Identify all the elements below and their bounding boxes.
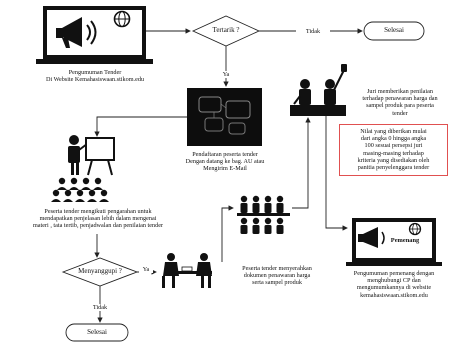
briefing-line-1: Peserta tender mengikuti pengarahan untu… xyxy=(44,208,152,215)
announce-line-1: Pengumuman Tender xyxy=(68,69,122,76)
scoring-line-3: 100 sesuai persepsi juri xyxy=(364,142,423,150)
label-no-top: Tidak xyxy=(296,28,330,36)
terminal-done-top-label: Selesai xyxy=(384,26,404,34)
judging-line-1: Juri memberikan penilaian xyxy=(367,88,433,95)
label-yes-interested: Ya xyxy=(212,71,240,79)
register-line-1: Pendaftaran peserta tender xyxy=(192,151,258,158)
scoring-line-1: Nilai yang diberikan mulai xyxy=(360,128,427,135)
briefing-line-2: mendapatkan penjelasan lebih dalam menge… xyxy=(39,215,157,223)
globe-icon xyxy=(408,222,422,236)
judging-text: Juri memberikan penilaian terhadap penaw… xyxy=(352,88,448,117)
winner-text: Pengumuman pemenang dengan menghubungi C… xyxy=(339,270,449,299)
jury-podium-icon xyxy=(290,64,347,116)
submit-line-1: Peserta tender menyerahkan xyxy=(242,265,312,272)
register-line-3: Mengirim E-Mail xyxy=(203,165,247,173)
judging-line-4: tender xyxy=(392,109,408,117)
label-no-agree: Tidak xyxy=(86,304,114,312)
terminal-done-bottom xyxy=(65,323,129,342)
announcement-laptop-icon xyxy=(36,6,153,64)
megaphone-icon xyxy=(56,17,97,48)
terminal-done-top xyxy=(363,21,425,41)
briefing-text: Peserta tender mengikuti pengarahan untu… xyxy=(14,208,182,230)
presentation-audience-icon xyxy=(51,135,115,202)
scoring-line-2: dari angka 0 hingga angka xyxy=(360,135,427,143)
winner-badge: Pemenang xyxy=(390,237,420,244)
megaphone-icon xyxy=(358,227,385,248)
register-line-2: Dengan datang ke bag. AU atau xyxy=(185,158,265,166)
announce-text: Pengumuman Tender Di Website Kemahasiswa… xyxy=(30,69,160,83)
scoring-line-6: panitia penyelenggara tender xyxy=(357,164,430,172)
submit-line-2: dokumen penawaran harga xyxy=(243,272,311,280)
winner-line-1: Pengumuman pemenang dengan xyxy=(353,270,435,277)
scoring-note-text: Nilai yang diberikan mulai dari angka 0 … xyxy=(341,128,446,171)
scoring-note-box xyxy=(339,124,448,176)
label-yes-agree: Ya xyxy=(139,266,153,274)
briefing-line-3: materi , tata tertib, penjadwalan dan pe… xyxy=(32,222,164,230)
announce-line-2: Di Website Kemahasiswaan.stikom.edu xyxy=(45,76,145,84)
submit-line-3: serta sampel produk xyxy=(252,279,302,287)
connector-register-to-briefing xyxy=(94,116,187,137)
connector-jury-to-winner-end xyxy=(325,218,348,231)
winner-line-4: kemahasiswaan.stikom.edu xyxy=(360,291,428,299)
register-text: Pendaftaran peserta tender Dengan datang… xyxy=(176,151,274,173)
connector-meeting-to-jury xyxy=(292,117,311,209)
decision-interested-label: Tertarik ? xyxy=(212,26,240,34)
decision-agree-label: Menyanggupi ? xyxy=(78,267,122,275)
winner-laptop-icon xyxy=(346,218,442,266)
judging-line-2: terhadap penawaran harga dan xyxy=(362,95,438,103)
terminal-done-bottom-label: Selesai xyxy=(87,328,107,336)
judging-line-3: sampel produk para peserta xyxy=(366,102,434,110)
globe-icon xyxy=(113,10,131,28)
scoring-line-5: kriteria yang disediakan oleh xyxy=(357,156,430,164)
people-table-icon xyxy=(162,253,212,288)
winner-line-3: mengumumkannya di website xyxy=(356,284,432,292)
meeting-group-icon xyxy=(237,195,290,234)
connector-submit-to-meeting xyxy=(221,205,234,262)
winner-line-2: menghubungi CP dan xyxy=(367,277,421,285)
submit-text: Peserta tender menyerahkan dokumen penaw… xyxy=(232,265,322,287)
scoring-line-4: masing-masing terhadap xyxy=(363,149,424,157)
registration-photo-icon xyxy=(187,88,262,146)
